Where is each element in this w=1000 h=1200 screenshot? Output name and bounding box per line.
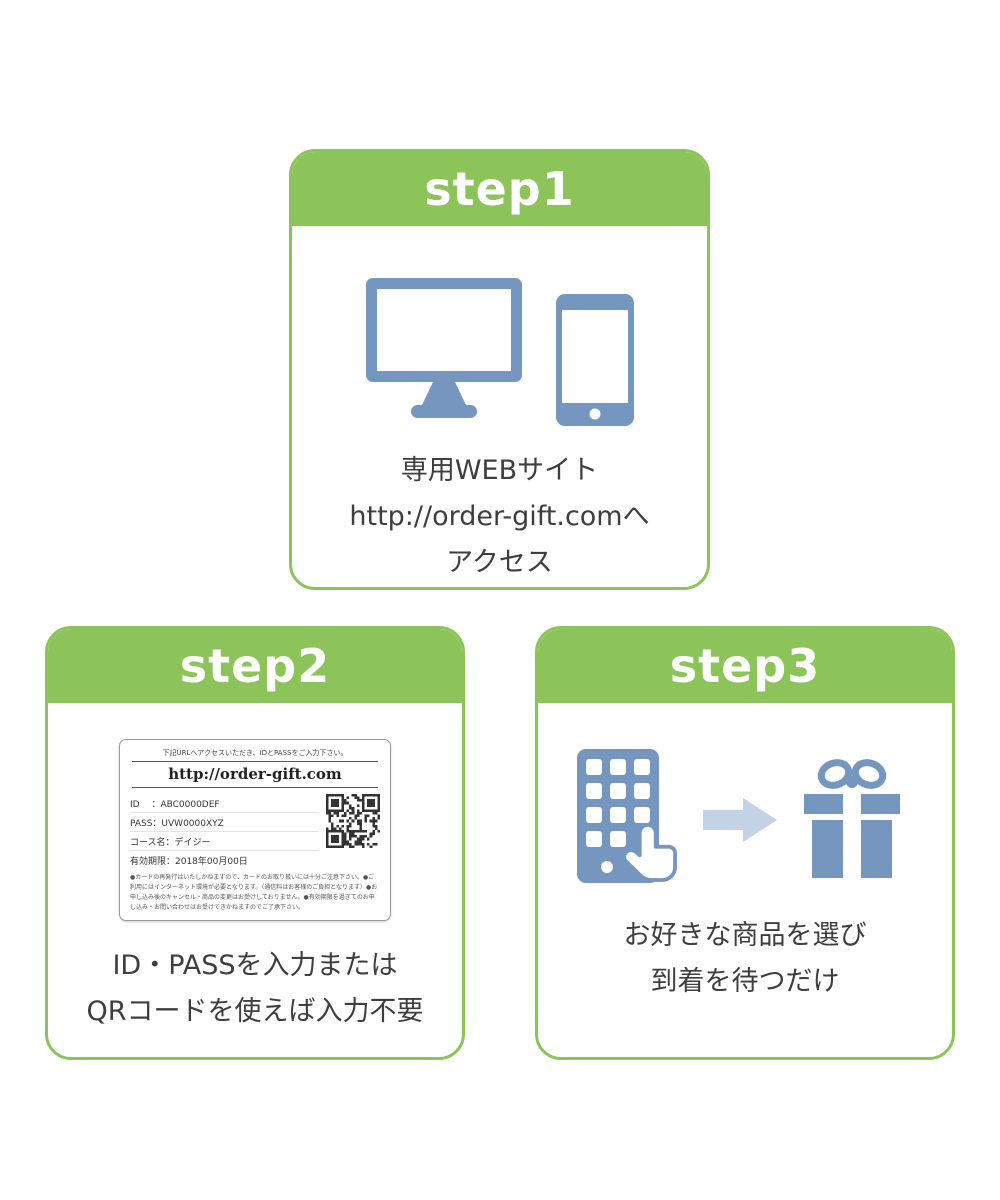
step1-caption: 専用WEBサイト http://order-gift.comへ アクセス — [349, 448, 649, 586]
smartphone-tap-icon — [577, 749, 677, 883]
voucher-fine-print: ●カードの再発行はいたしかねますので、カードのお取り扱いには十分ご注意下さい。●… — [130, 874, 378, 911]
voucher-mid: ID ：ABC0000DEF PASS：UVW0000XYZ コース名：デイジー… — [130, 794, 380, 869]
step2-header: step2 — [48, 629, 462, 703]
voucher-course-row: コース名：デイジー — [130, 832, 319, 851]
caption-line: http://order-gift.comへ — [349, 501, 650, 532]
step2-card: step2 下記URLへアクセスいただき、IDとPASSをご入力下さい。 htt… — [45, 626, 465, 1060]
caption-line: お好きな商品を選び — [623, 920, 867, 951]
step3-header: step3 — [538, 629, 952, 703]
step3-caption: お好きな商品を選び 到着を待つだけ — [624, 913, 867, 1005]
step3-icons — [577, 749, 913, 891]
caption-line: 到着を待つだけ — [650, 966, 840, 997]
caption-line: 専用WEBサイト — [400, 455, 599, 486]
voucher-expiry-row: 有効期限：2018年00月00日 — [130, 856, 248, 867]
step2-title: step2 — [179, 639, 331, 693]
caption-line: アクセス — [446, 547, 553, 578]
step2-body: 下記URLへアクセスいただき、IDとPASSをご入力下さい。 http://or… — [48, 703, 462, 1057]
voucher-id-row: ID ：ABC0000DEF — [130, 794, 319, 813]
gift-box-icon — [804, 759, 900, 878]
voucher-rows: ID ：ABC0000DEF PASS：UVW0000XYZ コース名：デイジー… — [130, 794, 319, 869]
caption-line: QRコードを使えば入力不要 — [86, 995, 424, 1027]
qr-code — [326, 794, 380, 848]
step3-body: お好きな商品を選び 到着を待つだけ — [538, 703, 952, 1057]
step1-header: step1 — [292, 152, 707, 226]
step3-card: step3 — [535, 626, 955, 1060]
step1-body: 専用WEBサイト http://order-gift.comへ アクセス — [292, 226, 707, 587]
desktop-monitor-icon — [365, 278, 522, 418]
step3-title: step3 — [669, 639, 821, 693]
step1-card: step1 専用WEBサイト http://order-gift.comへ — [289, 149, 710, 590]
right-arrow-icon — [703, 798, 777, 842]
voucher-url: http://order-gift.com — [132, 761, 378, 788]
caption-line: ID・PASSを入力または — [112, 949, 398, 981]
step1-title: step1 — [424, 162, 575, 216]
voucher-note: 下記URLへアクセスいただき、IDとPASSをご入力下さい。 — [162, 749, 348, 757]
tap-hand-icon — [622, 823, 677, 882]
step2-caption: ID・PASSを入力または QRコードを使えば入力不要 — [86, 943, 423, 1035]
step1-icons — [365, 278, 634, 426]
smartphone-icon — [555, 294, 634, 426]
id-pass-card: 下記URLへアクセスいただき、IDとPASSをご入力下さい。 http://or… — [119, 739, 391, 921]
voucher-pass-row: PASS：UVW0000XYZ — [130, 813, 319, 832]
